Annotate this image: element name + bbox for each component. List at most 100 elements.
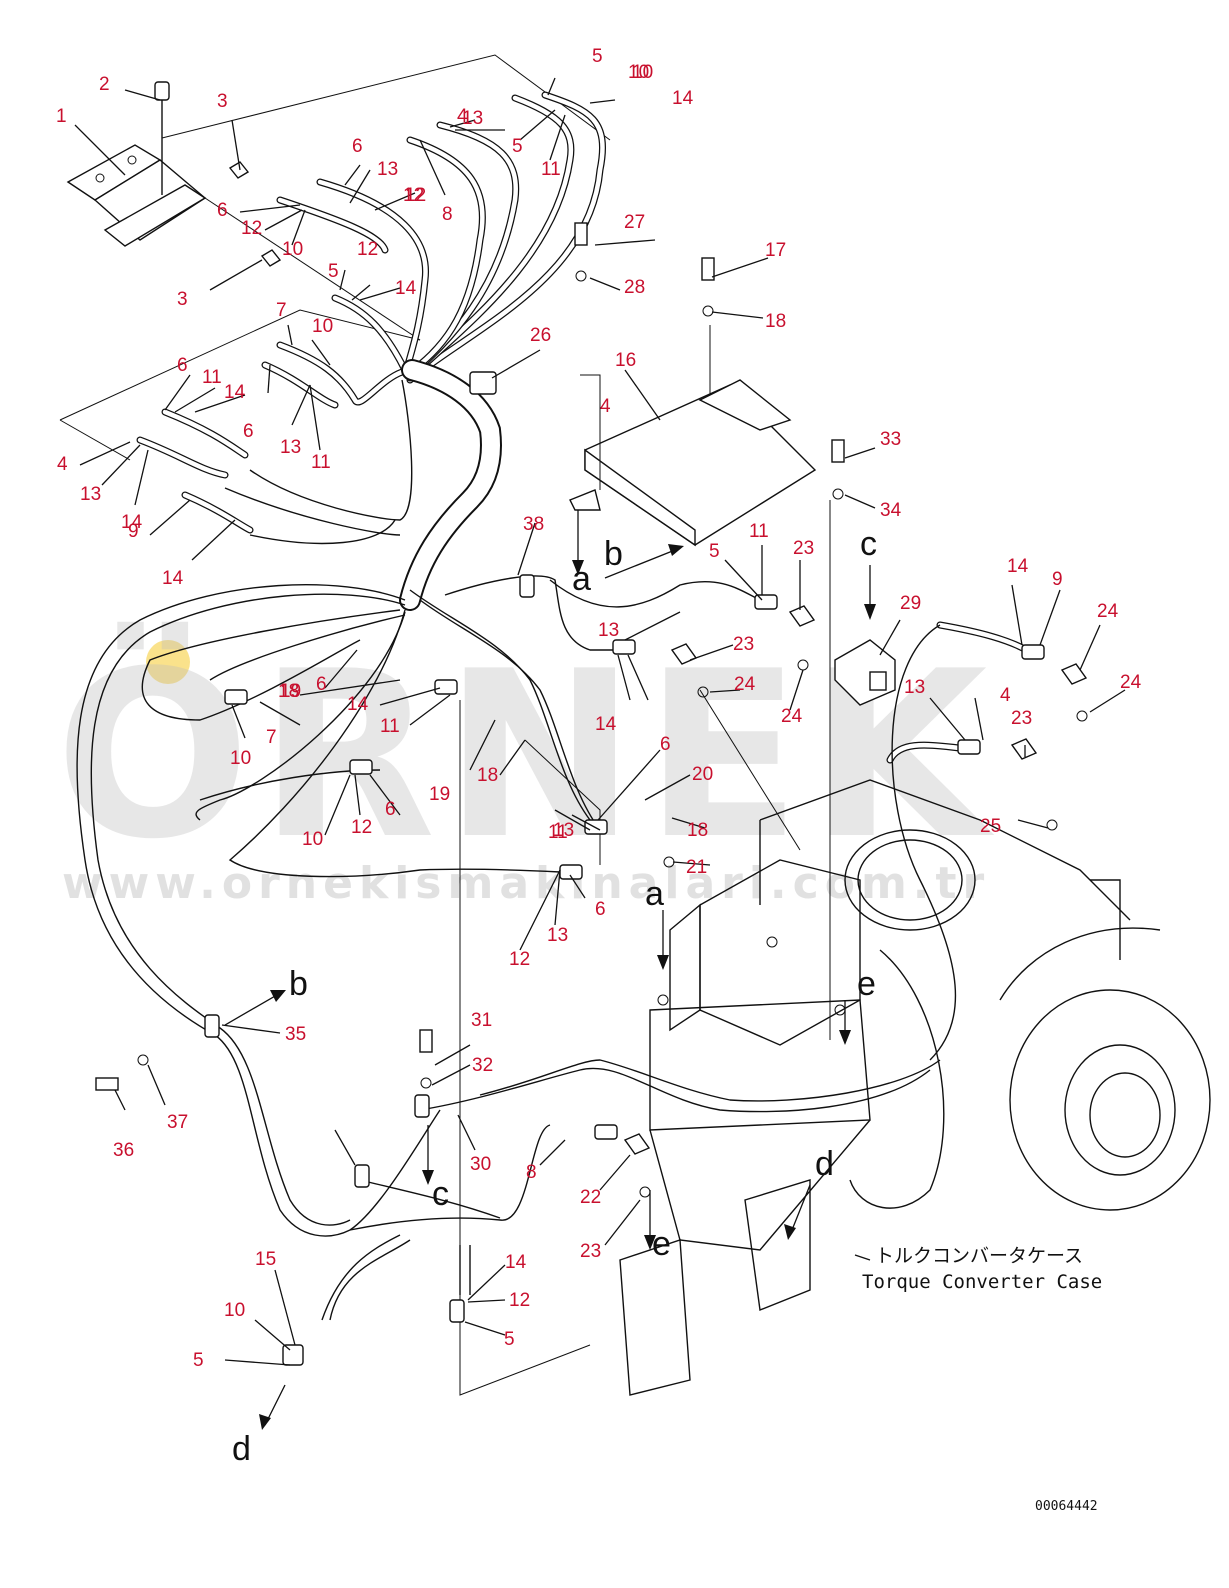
torque-converter-case bbox=[619, 779, 1211, 1396]
callout-23: 23 bbox=[793, 538, 814, 559]
callout-13: 13 bbox=[553, 820, 574, 841]
callout-leaders bbox=[74, 77, 1126, 1366]
callout-8: 8 bbox=[526, 1162, 537, 1183]
callout-13: 13 bbox=[80, 484, 101, 505]
callout-35: 35 bbox=[285, 1024, 306, 1045]
callout-23: 23 bbox=[733, 634, 754, 655]
caption-japanese: トルクコンバータケース bbox=[875, 1245, 1083, 1267]
callout-12: 12 bbox=[357, 239, 378, 260]
callout-23: 23 bbox=[1011, 708, 1032, 729]
callout-4: 4 bbox=[457, 106, 468, 127]
callout-12: 12 bbox=[351, 817, 372, 838]
letter-a-2: a bbox=[645, 875, 664, 913]
callout-4: 4 bbox=[1000, 685, 1011, 706]
callout-6: 6 bbox=[595, 899, 606, 920]
callout-10: 10 bbox=[230, 748, 251, 769]
callout-17: 17 bbox=[765, 240, 786, 261]
callout-10: 10 bbox=[632, 62, 653, 83]
callout-24: 24 bbox=[1120, 672, 1142, 693]
callout-10: 10 bbox=[302, 829, 323, 850]
callout-9: 9 bbox=[1052, 569, 1063, 590]
callout-27: 27 bbox=[624, 212, 645, 233]
callout-34: 34 bbox=[880, 500, 902, 521]
callout-14: 14 bbox=[121, 512, 143, 533]
callout-13: 13 bbox=[462, 108, 483, 129]
callout-6: 6 bbox=[352, 136, 363, 157]
callout-33: 33 bbox=[880, 429, 901, 450]
callout-12: 12 bbox=[509, 949, 530, 970]
letter-e-1: e bbox=[857, 965, 876, 1003]
callout-13: 13 bbox=[904, 677, 925, 698]
callout-5: 5 bbox=[193, 1350, 204, 1371]
callout-18: 18 bbox=[765, 311, 786, 332]
callout-5: 5 bbox=[504, 1329, 515, 1350]
callout-6: 6 bbox=[177, 355, 188, 376]
right-hose-lines bbox=[409, 575, 1034, 1061]
callout-20: 20 bbox=[692, 764, 713, 785]
letter-c-1: c bbox=[860, 525, 877, 563]
callout-12: 12 bbox=[405, 185, 426, 206]
callout-7: 7 bbox=[276, 300, 287, 321]
callout-13: 13 bbox=[280, 437, 301, 458]
callout-32: 32 bbox=[472, 1055, 493, 1076]
callout-23: 23 bbox=[580, 1241, 601, 1262]
callout-5: 5 bbox=[592, 46, 603, 67]
document-number: 00064442 bbox=[1035, 1499, 1098, 1514]
callout-1: 1 bbox=[56, 106, 67, 127]
letter-b-2: b bbox=[289, 965, 308, 1003]
callout-25: 25 bbox=[980, 816, 1001, 837]
callout-14: 14 bbox=[224, 382, 246, 403]
letter-c-2: c bbox=[432, 1175, 449, 1213]
callout-31: 31 bbox=[471, 1010, 492, 1031]
letter-b-1: b bbox=[604, 535, 623, 573]
upper-hose-bundle bbox=[136, 91, 607, 545]
callout-11: 11 bbox=[202, 367, 222, 388]
callout-13: 13 bbox=[598, 620, 619, 641]
callout-4: 4 bbox=[57, 454, 68, 475]
reference-lines bbox=[59, 54, 831, 1396]
callout-19: 19 bbox=[429, 784, 450, 805]
watermark-brand: ÖRNEK bbox=[55, 621, 995, 890]
callout-14: 14 bbox=[672, 88, 694, 109]
callout-6: 6 bbox=[217, 200, 228, 221]
callout-28: 28 bbox=[624, 277, 645, 298]
letter-e-2: e bbox=[652, 1225, 671, 1263]
callout-3: 3 bbox=[177, 289, 188, 310]
callout-2: 2 bbox=[99, 74, 110, 95]
callout-29: 29 bbox=[900, 593, 921, 614]
callout-12: 12 bbox=[241, 218, 262, 239]
callout-14: 14 bbox=[505, 1252, 527, 1273]
callout-12: 12 bbox=[403, 185, 424, 206]
callout-3: 3 bbox=[217, 91, 228, 112]
callout-37: 37 bbox=[167, 1112, 188, 1133]
callout-24: 24 bbox=[781, 706, 803, 727]
callout-18: 18 bbox=[687, 820, 708, 841]
callout-5: 5 bbox=[512, 136, 523, 157]
callout-5: 5 bbox=[328, 261, 339, 282]
letter-d-2: d bbox=[232, 1430, 251, 1468]
central-sleeve bbox=[399, 359, 502, 611]
lower-harness bbox=[76, 584, 941, 1321]
callout-11: 11 bbox=[749, 521, 769, 542]
callout-10: 10 bbox=[224, 1300, 245, 1321]
callout-10: 10 bbox=[282, 239, 303, 260]
callout-10: 10 bbox=[628, 62, 649, 83]
callout-6: 6 bbox=[660, 734, 671, 755]
callout-layer: 1233444455555566666666778899101010101010… bbox=[56, 46, 1142, 1371]
callout-19: 19 bbox=[280, 681, 301, 702]
callout-6: 6 bbox=[243, 421, 254, 442]
callout-13: 13 bbox=[547, 925, 568, 946]
callout-6: 6 bbox=[385, 799, 396, 820]
letter-a-1: a bbox=[572, 560, 591, 598]
callout-14: 14 bbox=[1007, 556, 1029, 577]
watermark: ÖRNEK www.ornekismakinalari.com.tr bbox=[55, 621, 995, 909]
callout-15: 15 bbox=[255, 1249, 276, 1270]
callout-24: 24 bbox=[1097, 601, 1119, 622]
callout-13: 13 bbox=[377, 159, 398, 180]
captions: トルクコンバータケース Torque Converter Case 000644… bbox=[862, 1245, 1102, 1514]
direction-arrows bbox=[224, 510, 876, 1430]
callout-14: 14 bbox=[162, 568, 184, 589]
callout-14: 14 bbox=[395, 278, 417, 299]
callout-18: 18 bbox=[278, 681, 299, 702]
